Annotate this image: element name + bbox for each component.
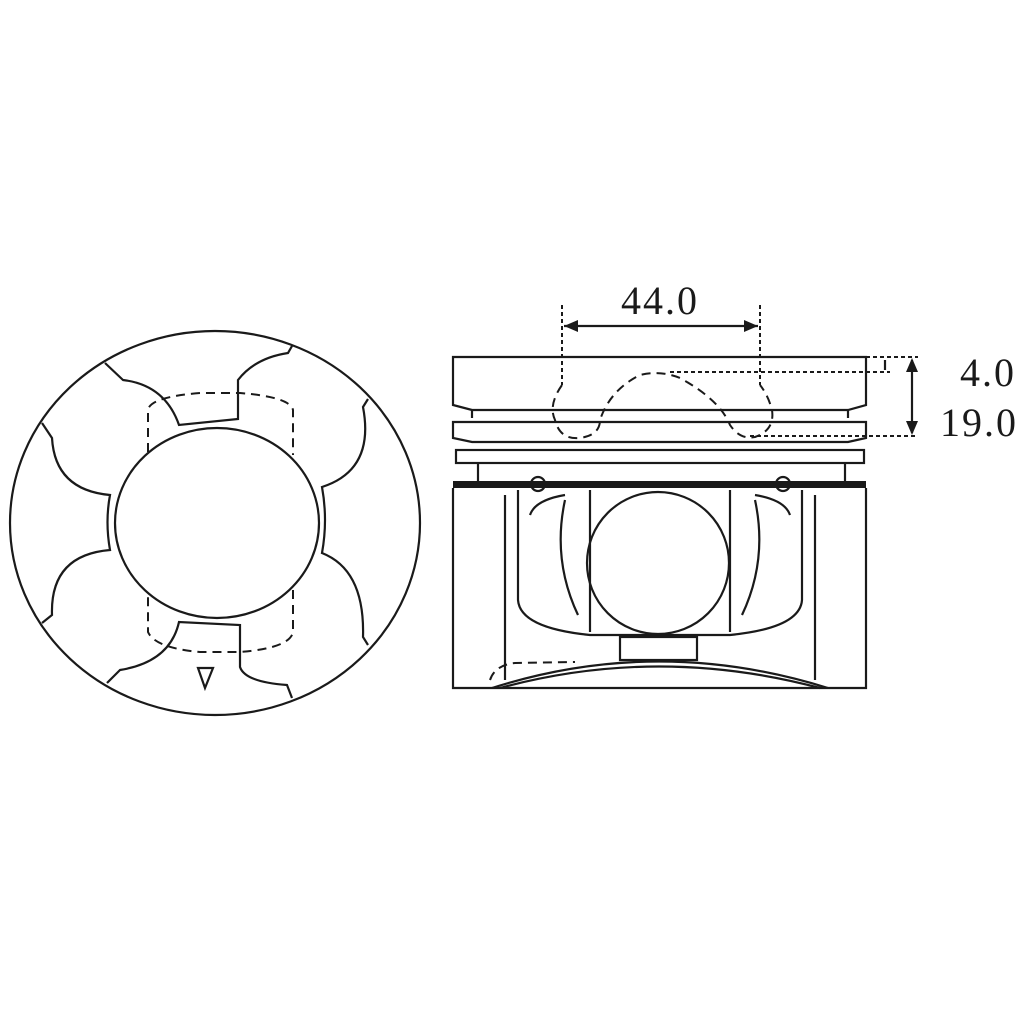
piston-pin-bore <box>585 490 731 636</box>
pin-boss-outline <box>516 490 804 637</box>
dim-label-44: 44.0 <box>621 278 699 323</box>
pin-bore-hidden-outline <box>147 392 294 653</box>
hidden-skirt-line <box>489 661 576 681</box>
combustion-bowl <box>113 426 321 620</box>
top-view <box>8 329 422 717</box>
side-view <box>451 355 868 690</box>
ring-groove-1 <box>470 410 850 418</box>
oil-hole-left <box>529 475 547 493</box>
valve-pockets-hidden <box>551 372 774 440</box>
pin-bore-lines <box>588 490 732 632</box>
dimension-44 <box>561 305 761 385</box>
skirt-bottom-arc <box>491 660 829 690</box>
valve-pocket-bottom <box>106 620 294 699</box>
extension-lines <box>670 356 918 437</box>
valve-pocket-right <box>320 398 369 646</box>
oil-hole-right <box>774 475 792 493</box>
piston-outer-circle <box>8 329 422 717</box>
valve-pocket-top <box>104 345 293 427</box>
valve-pocket-left <box>41 422 112 624</box>
dim-label-4: 4.0 <box>960 350 1016 395</box>
extension-lines <box>561 305 761 385</box>
crown <box>451 355 868 412</box>
orientation-mark-triangle <box>196 666 215 692</box>
boss-ribs <box>528 493 792 616</box>
ring-land-3 <box>454 448 866 465</box>
skirt-outline <box>451 488 868 690</box>
skirt-inner-lines <box>503 495 817 680</box>
ring-land-2 <box>451 420 868 444</box>
dim-label-19: 19.0 <box>940 400 1018 445</box>
ring-groove-3 <box>476 463 847 482</box>
dimension-depth <box>670 356 918 437</box>
pin-boss-stem <box>618 635 699 662</box>
skirt-top-band <box>453 481 866 488</box>
